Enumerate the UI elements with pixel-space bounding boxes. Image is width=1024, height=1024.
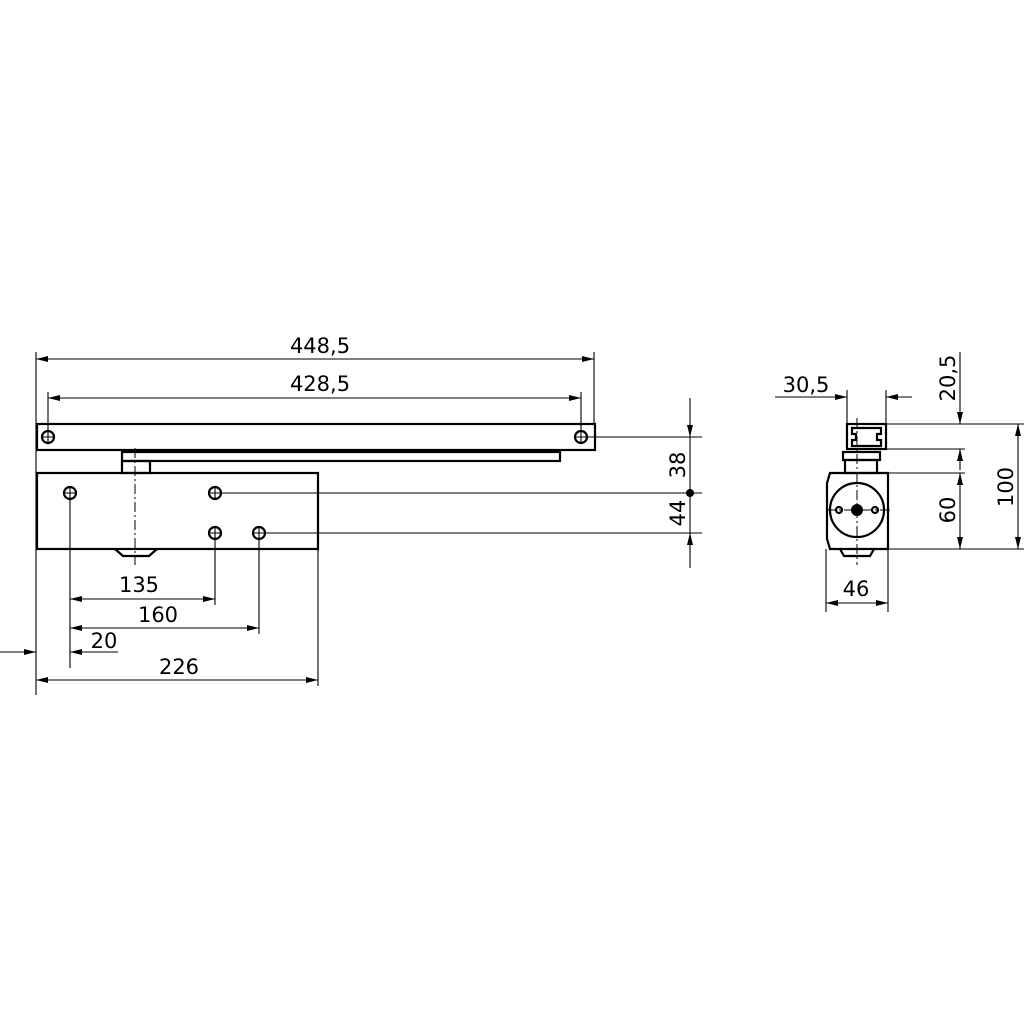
dim-135: 135: [119, 573, 159, 597]
side-extension-lines: [825, 390, 1024, 612]
dim-38: 38: [666, 452, 690, 479]
slider: [841, 450, 882, 462]
dim-160: 160: [138, 603, 178, 627]
extension-lines: [35, 352, 702, 695]
dim-20: 20: [91, 629, 118, 653]
dim-44: 44: [666, 500, 690, 527]
hole-cross: [42, 431, 587, 443]
rail-channel: [850, 426, 883, 448]
dim-60: 60: [936, 497, 960, 524]
dim-30-5: 30,5: [783, 373, 830, 397]
pivot-block: [843, 458, 879, 475]
closer-body: [35, 471, 320, 551]
dim-428-5: 428,5: [290, 372, 350, 396]
slide-rail: [35, 422, 597, 452]
dim-46: 46: [843, 577, 870, 601]
side-view: 30,5 20,5 60 100 46: [775, 352, 1024, 612]
reference-point: [686, 489, 694, 497]
rail-profile: [845, 422, 888, 451]
dim-100: 100: [994, 467, 1018, 507]
dim-20-5: 20,5: [936, 355, 960, 402]
dim-226: 226: [159, 655, 199, 679]
front-view: 448,5 428,5 38 44 135 160 20 226: [0, 334, 702, 695]
dim-448-5: 448,5: [290, 334, 350, 358]
body-bump: [114, 548, 158, 558]
side-center-lines: [826, 418, 890, 565]
body-bump-side: [839, 548, 875, 558]
body-holes: [62, 485, 267, 541]
slide-arm: [120, 450, 562, 463]
arm-pivot: [120, 459, 152, 475]
